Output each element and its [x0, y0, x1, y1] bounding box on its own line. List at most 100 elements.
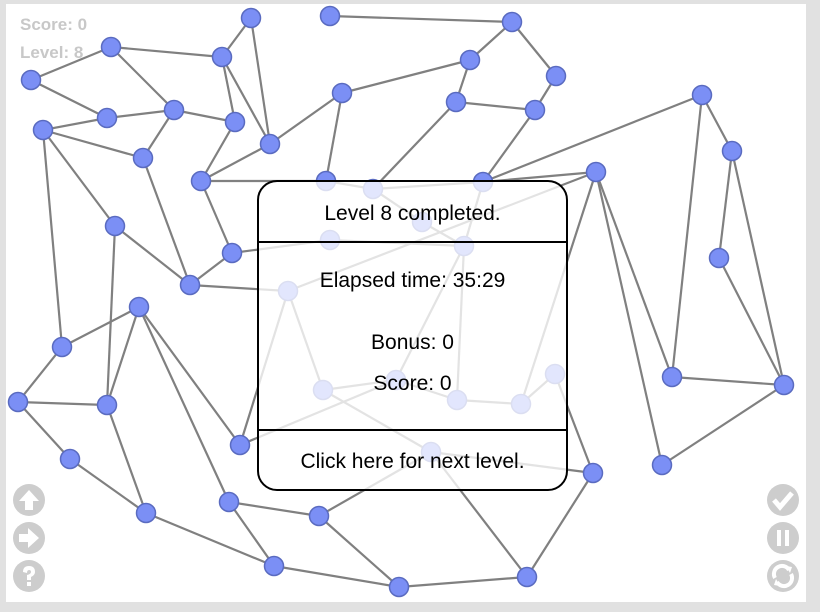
graph-edge	[455, 100, 536, 112]
restart-button[interactable]	[767, 560, 799, 592]
graph-node[interactable]	[691, 84, 713, 106]
graph-node[interactable]	[190, 170, 212, 192]
graph-edge	[106, 108, 175, 120]
graph-edge	[249, 17, 272, 145]
graph-edge	[42, 129, 116, 227]
score-value: Score: 0	[373, 372, 452, 395]
graph-node[interactable]	[259, 133, 281, 155]
graph-edge	[141, 157, 192, 286]
graph-node[interactable]	[132, 147, 154, 169]
graph-node[interactable]	[516, 566, 538, 588]
graph-edge	[341, 58, 471, 95]
graph-edge	[199, 180, 234, 254]
graph-edge	[61, 306, 140, 348]
graph-node[interactable]	[224, 111, 246, 133]
graph-node[interactable]	[20, 69, 42, 91]
graph-node[interactable]	[773, 374, 795, 396]
graph-node[interactable]	[100, 36, 122, 58]
graph-node[interactable]	[51, 336, 73, 358]
graph-edge	[17, 400, 108, 407]
graph-node[interactable]	[445, 91, 467, 113]
graph-node[interactable]	[7, 391, 29, 413]
graph-edge	[372, 101, 457, 190]
graph-edge	[110, 46, 175, 111]
graph-node[interactable]	[96, 107, 118, 129]
graph-node[interactable]	[308, 505, 330, 527]
graph-node[interactable]	[582, 462, 604, 484]
graph-edge	[220, 56, 237, 123]
graph-node[interactable]	[135, 502, 157, 524]
graph-edge	[398, 575, 528, 589]
graph-edge	[228, 501, 275, 567]
bonus-value: Bonus: 0	[371, 331, 454, 354]
refresh-icon	[771, 563, 795, 589]
graph-node[interactable]	[721, 140, 743, 162]
graph-edge	[145, 511, 275, 568]
level-display: Level: 8	[20, 43, 84, 62]
pause-icon	[777, 530, 789, 546]
graph-node[interactable]	[128, 296, 150, 318]
graph-node[interactable]	[263, 555, 285, 577]
graph-edge	[329, 14, 513, 24]
solve-button[interactable]	[767, 484, 799, 516]
graph-edge	[110, 45, 223, 59]
graph-edge	[114, 225, 191, 286]
graph-node[interactable]	[459, 49, 481, 71]
graph-edge	[228, 500, 320, 518]
graph-edge	[30, 79, 108, 119]
graph-edge	[718, 257, 785, 386]
graph-edge	[661, 384, 785, 466]
elapsed-time: Elapsed time: 35:29	[319, 269, 506, 292]
graph-node[interactable]	[661, 366, 683, 388]
next-level-button[interactable]: Click here for next level.	[300, 450, 525, 473]
help-button[interactable]	[13, 560, 45, 592]
graph-node[interactable]	[179, 274, 201, 296]
graph-edge	[105, 306, 141, 406]
graph-node[interactable]	[708, 247, 730, 269]
graph-node[interactable]	[651, 454, 673, 476]
graph-node[interactable]	[218, 491, 240, 513]
graph-node[interactable]	[501, 11, 523, 33]
graph-node[interactable]	[96, 394, 118, 416]
graph-edge	[701, 94, 733, 152]
graph-node[interactable]	[331, 82, 353, 104]
graph-edge	[717, 150, 734, 259]
graph-edge	[324, 92, 344, 182]
graph-node[interactable]	[545, 65, 567, 87]
graph-node[interactable]	[163, 99, 185, 121]
graph-edge	[173, 108, 236, 124]
next-button[interactable]	[13, 522, 45, 554]
graph-edge	[671, 375, 785, 387]
graph-node[interactable]	[229, 434, 251, 456]
graph-node[interactable]	[32, 119, 54, 141]
graph-node[interactable]	[59, 448, 81, 470]
graph-node[interactable]	[240, 7, 262, 29]
graph-node[interactable]	[388, 576, 410, 598]
up-button[interactable]	[13, 484, 45, 516]
graph-edge	[273, 564, 400, 589]
graph-edge	[138, 306, 241, 446]
graph-edge	[138, 306, 230, 503]
dialog-stats: Elapsed time: 35:29 Bonus: 0 Score: 0	[259, 243, 566, 431]
graph-node[interactable]	[211, 46, 233, 68]
graph-edge	[482, 93, 703, 184]
graph-edge	[594, 171, 664, 466]
pause-button[interactable]	[767, 522, 799, 554]
score-display: Score: 0	[20, 15, 88, 34]
graph-edge	[482, 109, 536, 183]
check-icon	[772, 491, 794, 511]
graph-edge	[42, 128, 144, 160]
graph-edge	[269, 92, 343, 145]
graph-node[interactable]	[221, 242, 243, 264]
graph-node[interactable]	[524, 99, 546, 121]
graph-node[interactable]	[585, 161, 607, 183]
right-arrow-icon	[19, 528, 39, 548]
graph-node[interactable]	[319, 5, 341, 27]
graph-edge	[17, 346, 63, 403]
game-board[interactable]: Score: 0 Level: 8 Level 8 completed. Ela…	[6, 4, 806, 602]
graph-edge	[200, 121, 236, 182]
graph-edge	[69, 458, 147, 514]
graph-node[interactable]	[104, 215, 126, 237]
graph-edge	[526, 472, 594, 578]
graph-edge	[511, 21, 557, 77]
